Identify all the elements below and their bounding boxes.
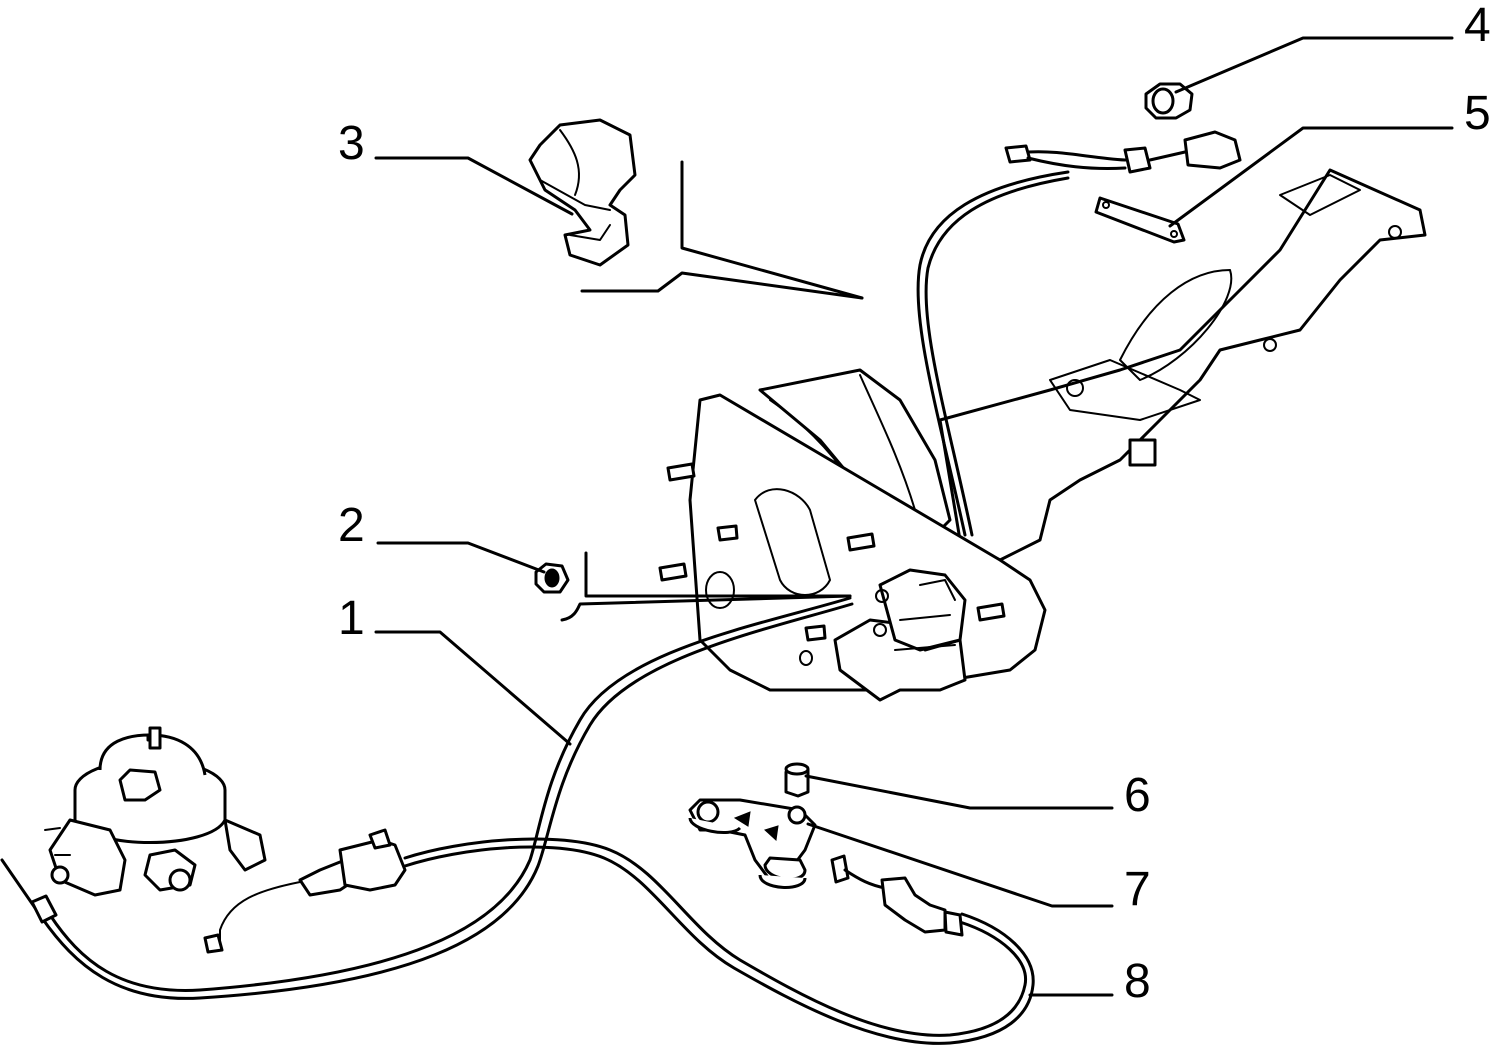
label-8: 8 (1124, 955, 1151, 1008)
part-3-clip (528, 118, 637, 267)
leader-1 (374, 630, 572, 746)
leader-4 (1174, 36, 1454, 94)
leader-3 (374, 156, 574, 216)
part-5-switch-harness (916, 130, 1242, 537)
leader-6 (804, 774, 1114, 810)
leader-2 (376, 541, 546, 574)
bracket-lines (560, 160, 864, 622)
part-7-lever (688, 798, 817, 889)
part-8-cable-end (830, 854, 964, 937)
leader-lines (374, 36, 1454, 997)
label-6: 6 (1124, 769, 1151, 822)
pedal-bracket-assembly (658, 168, 1427, 702)
label-3: 3 (338, 117, 365, 170)
part-4-grommet (1144, 82, 1194, 120)
label-4: 4 (1464, 0, 1491, 52)
label-2: 2 (338, 499, 365, 552)
label-5: 5 (1464, 87, 1491, 140)
part-6-bushing (784, 762, 810, 798)
leader-5 (1168, 126, 1454, 228)
throttle-body (44, 726, 267, 897)
leader-7 (806, 822, 1114, 908)
label-7: 7 (1124, 863, 1151, 916)
label-1: 1 (338, 592, 365, 645)
sensor-connector (203, 828, 1035, 1045)
part-1-cable (0, 596, 854, 1000)
part-2-bushing (534, 562, 570, 594)
